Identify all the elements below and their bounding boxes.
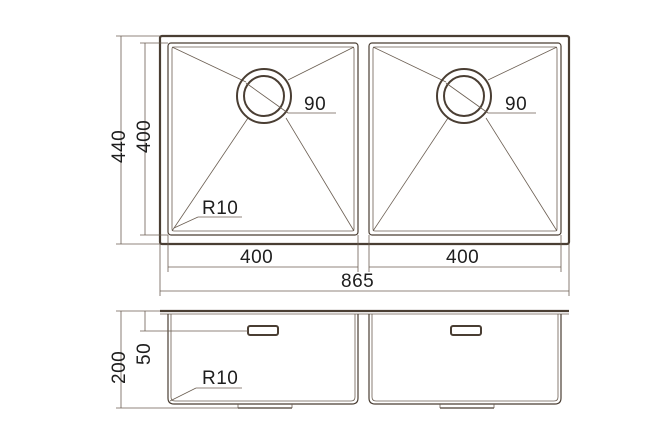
right-bowl-outline bbox=[368, 42, 562, 236]
right-drain-inner-icon bbox=[443, 75, 485, 117]
overall-width-label: 865 bbox=[341, 271, 374, 292]
corner-radius-leader bbox=[173, 216, 199, 229]
left-bowl-profile-inner bbox=[170, 314, 356, 402]
left-drain-leader bbox=[245, 82, 289, 114]
overall-height-label: 440 bbox=[109, 130, 130, 163]
right-bowl-fold-line bbox=[372, 117, 449, 232]
left-drain-outer-icon bbox=[236, 68, 292, 124]
left-drain-diameter-label: 90 bbox=[304, 94, 326, 115]
left-bowl-floor bbox=[171, 46, 355, 232]
right-bowl-fold-line bbox=[485, 117, 558, 232]
left-bowl-width-label: 400 bbox=[240, 247, 273, 268]
left-drain-inner-icon bbox=[243, 75, 285, 117]
right-overflow-slot-icon bbox=[450, 325, 482, 336]
right-bowl: 90 bbox=[368, 42, 562, 236]
top-view: 90 90 R10 440 400 bbox=[109, 34, 571, 296]
sink-outer-outline bbox=[158, 34, 571, 246]
left-bowl-profile bbox=[167, 314, 359, 405]
right-bowl-profile bbox=[368, 314, 562, 405]
left-bowl-fold-line bbox=[285, 117, 355, 232]
right-bowl-profile-inner bbox=[371, 314, 559, 402]
left-bowl-fold-line bbox=[171, 46, 247, 83]
right-bowl-width-label: 400 bbox=[446, 247, 479, 268]
right-bowl-fold-line bbox=[372, 46, 447, 83]
right-drain-outer-icon bbox=[436, 68, 492, 124]
overall-depth-label: 200 bbox=[109, 351, 130, 384]
corner-radius-label: R10 bbox=[202, 198, 238, 219]
right-bowl-fold-line bbox=[487, 46, 558, 81]
side-radius-leader bbox=[169, 387, 197, 402]
side-corner-radius-label: R10 bbox=[202, 368, 238, 389]
left-bowl-fold-line bbox=[287, 46, 355, 81]
left-bowl-outline bbox=[167, 42, 359, 236]
bowl-height-label: 400 bbox=[134, 120, 155, 153]
left-bowl-fold-line bbox=[171, 117, 249, 232]
right-bowl-floor bbox=[372, 46, 558, 232]
left-overflow-slot-icon bbox=[247, 325, 279, 336]
left-bowl: 90 bbox=[167, 42, 359, 236]
right-drain-diameter-label: 90 bbox=[505, 94, 527, 115]
overflow-offset-label: 50 bbox=[134, 343, 155, 365]
side-view: 200 50 R10 bbox=[109, 309, 569, 409]
right-drain-leader bbox=[445, 82, 489, 114]
